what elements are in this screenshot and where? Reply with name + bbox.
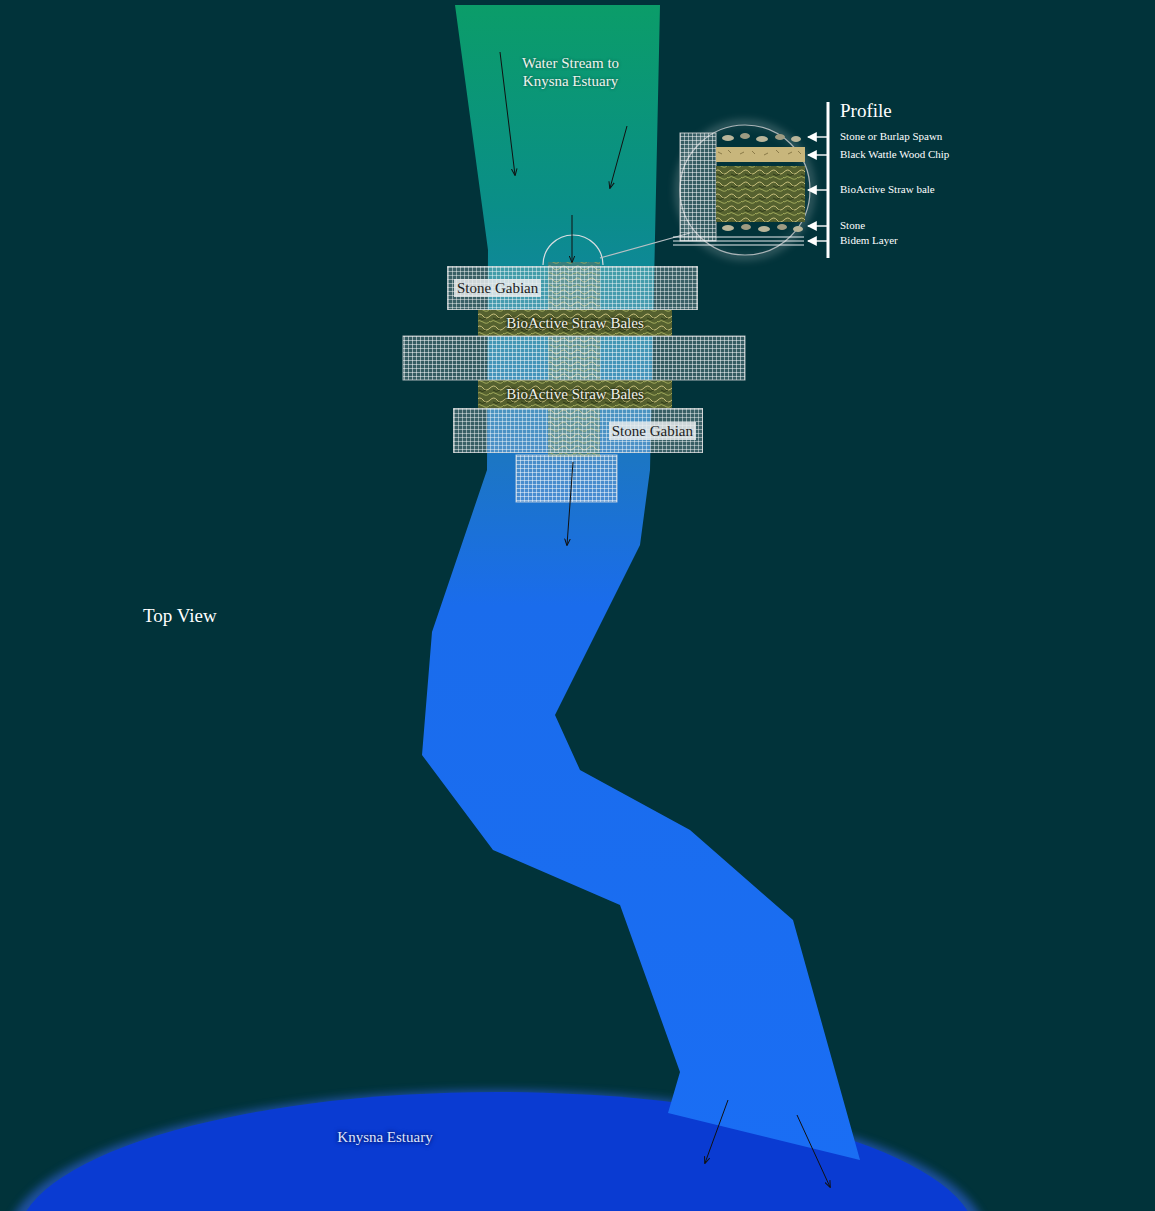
node-text: Stone Gabian — [454, 279, 541, 297]
art-ellipse — [722, 225, 734, 231]
straw-bale — [478, 380, 672, 408]
node-text: Water Stream to Knysna Estuary — [501, 54, 641, 90]
art-line — [500, 52, 515, 175]
art-line — [808, 240, 828, 241]
water-stream — [422, 5, 860, 1160]
art-line — [797, 1115, 830, 1187]
art-ellipse — [758, 226, 770, 232]
stream-label-box: Water Stream to Knysna Estuary — [488, 44, 653, 100]
art-ellipse — [741, 224, 751, 230]
profile-axis — [827, 102, 830, 258]
node-text: BioActive Straw Bales — [506, 314, 643, 332]
straw-bale-box: BioActive Straw Bales — [478, 380, 672, 408]
gabion-box: Stone Gabian — [447, 266, 698, 310]
straw-bale — [478, 310, 672, 336]
layer-label: Stone — [840, 219, 865, 231]
stone-gabion — [403, 336, 745, 380]
flow-arrows — [500, 52, 830, 1187]
art-line — [808, 136, 828, 137]
art-line — [610, 126, 627, 188]
stone-layer — [722, 224, 803, 232]
node-text: BioActive Straw Bales — [506, 385, 643, 403]
detail-marker — [543, 235, 603, 265]
node-text: Stone Gabian — [609, 422, 696, 440]
bidem-layer — [673, 237, 804, 245]
profile-heading: Profile — [840, 101, 892, 122]
art-ellipse — [791, 136, 801, 142]
art-ellipse — [793, 226, 803, 232]
stone-layer — [722, 133, 801, 142]
art-line — [705, 1100, 728, 1163]
wood-chip-texture — [718, 150, 801, 155]
detail-circle — [680, 125, 810, 255]
art-line — [808, 154, 828, 155]
node-text: Knysna Estuary — [337, 1129, 432, 1146]
art-ellipse — [775, 134, 785, 140]
art-line — [572, 215, 573, 262]
gabion-profile — [680, 133, 716, 241]
straw-bale-box: BioActive Straw Bales — [478, 310, 672, 336]
stone-gabion — [516, 455, 617, 502]
art-line — [673, 244, 804, 245]
art-ellipse — [756, 136, 768, 142]
layer-label: BioActive Straw bale — [840, 183, 935, 195]
estuary-label-box: Knysna Estuary — [320, 1124, 450, 1150]
art-line — [808, 225, 828, 226]
straw-bale-profile — [716, 166, 805, 222]
profile-pointers — [808, 137, 828, 241]
art-line — [673, 236, 804, 237]
art-line — [673, 240, 804, 241]
layer-label: Black Wattle Wood Chip — [840, 148, 949, 160]
wood-chip-layer — [716, 147, 805, 162]
gabion-box: Stone Gabian — [453, 408, 703, 453]
layer-label: Stone or Burlap Spawn — [840, 130, 942, 142]
art-ellipse — [722, 135, 734, 141]
art-ellipse — [777, 224, 787, 230]
art-line — [567, 462, 573, 545]
layer-label: Bidem Layer — [840, 234, 898, 246]
detail-glow — [679, 124, 811, 256]
art-line — [808, 189, 828, 190]
art-ellipse — [740, 133, 750, 139]
view-label: Top View — [143, 606, 217, 627]
